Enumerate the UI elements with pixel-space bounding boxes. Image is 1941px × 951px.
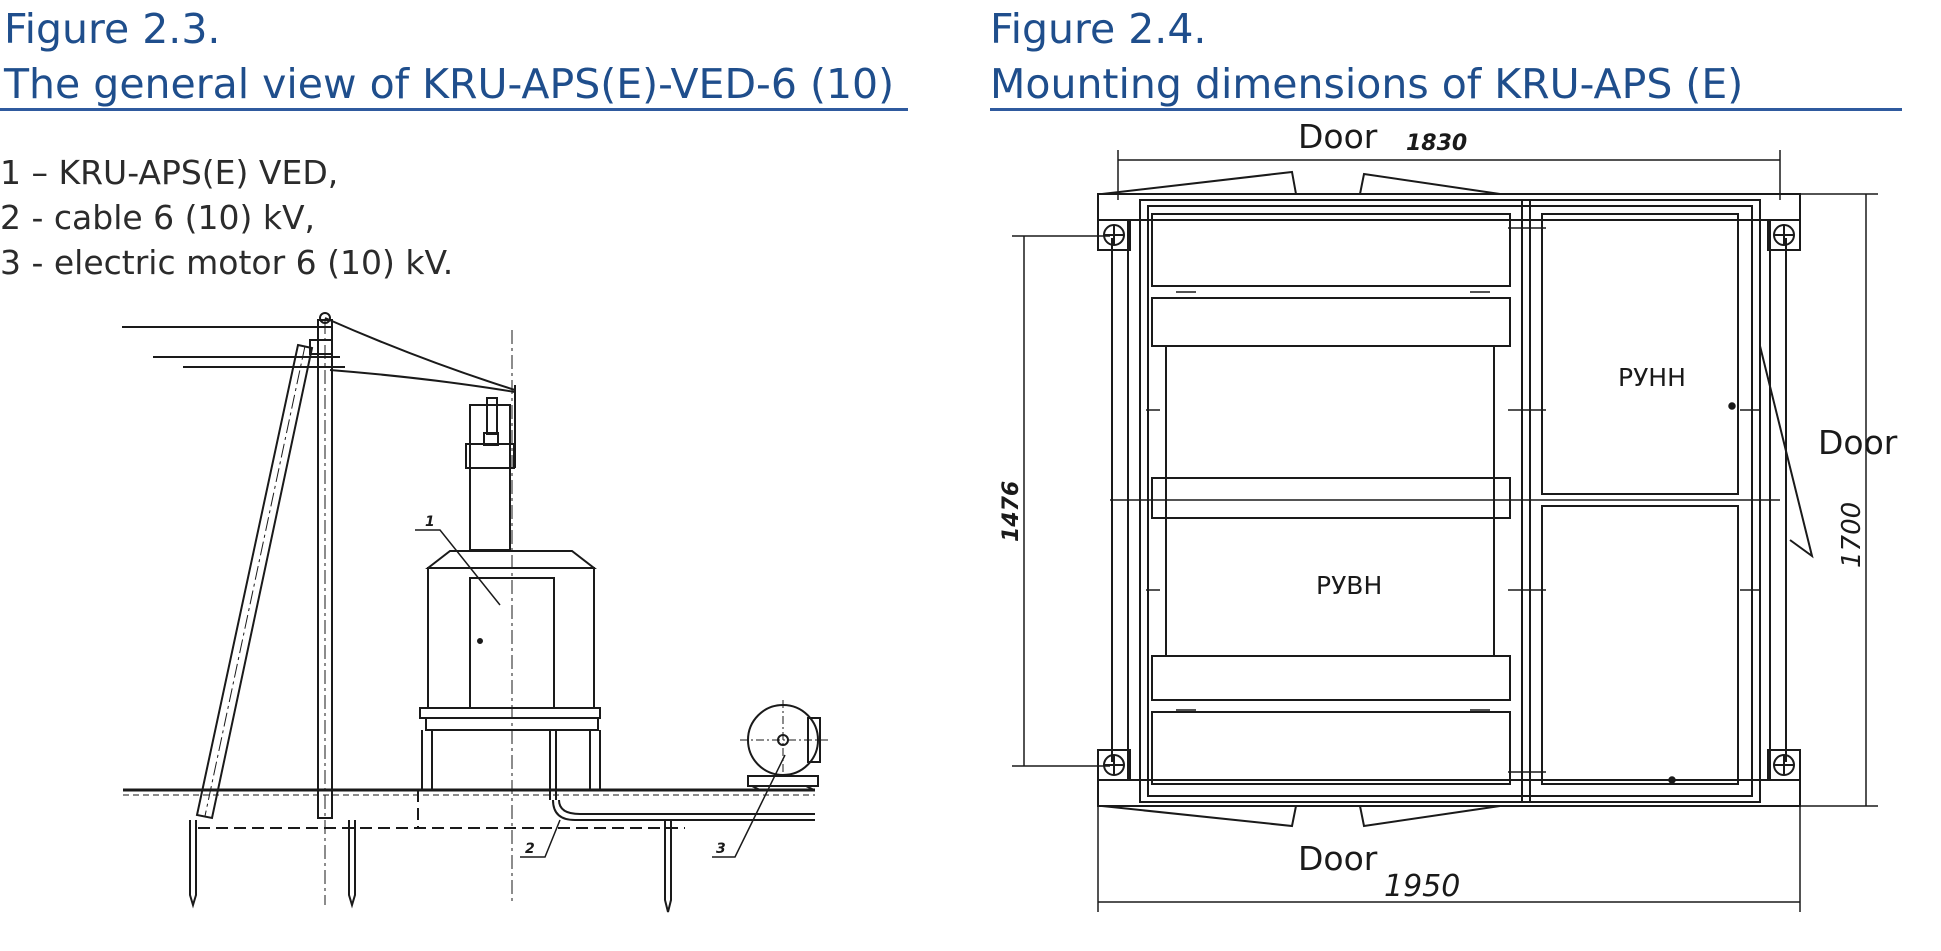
grounding-loop bbox=[198, 790, 685, 829]
dimension-lines bbox=[1012, 150, 1878, 912]
dimension-right-height: 1700 bbox=[1837, 502, 1867, 568]
legend-item-1: 1 – KRU-APS(E) VED, bbox=[0, 153, 339, 192]
power-pole bbox=[290, 312, 345, 905]
figure-2-4-title-rule bbox=[990, 108, 1902, 111]
figure-2-3-title: The general view of KRU-APS(E)-VED-6 (10… bbox=[4, 60, 895, 108]
dimension-left-height: 1476 bbox=[999, 481, 1024, 542]
callout-leaders bbox=[415, 529, 786, 858]
section-label-low-voltage: РУНН bbox=[1618, 363, 1686, 392]
door-label-bottom: Door bbox=[1298, 839, 1378, 878]
figure-2-4-number: Figure 2.4. bbox=[990, 5, 1207, 53]
dimension-top-width: 1830 bbox=[1406, 131, 1467, 156]
figure-2-3-number: Figure 2.3. bbox=[4, 5, 221, 53]
ground-stakes bbox=[189, 820, 672, 913]
pole-strut bbox=[195, 343, 314, 820]
door-label-right: Door bbox=[1818, 423, 1898, 462]
high-voltage-section bbox=[1110, 213, 1780, 785]
fastener-marks bbox=[1146, 227, 1760, 784]
dimension-bottom-width: 1950 bbox=[1384, 869, 1460, 904]
figure-2-3-legend: 1 – KRU-APS(E) VED, 2 - cable 6 (10) kV,… bbox=[0, 150, 453, 285]
figure-2-4-title: Mounting dimensions of KRU-APS (E) bbox=[990, 60, 1744, 108]
callout-2: 2 bbox=[525, 841, 535, 857]
callout-3: 3 bbox=[716, 841, 726, 857]
legend-item-3: 3 - electric motor 6 (10) kV. bbox=[0, 243, 454, 282]
kru-cabinet bbox=[419, 330, 601, 905]
overhead-wires bbox=[122, 317, 516, 393]
legend-item-2: 2 - cable 6 (10) kV, bbox=[0, 198, 316, 237]
mounting-plan-drawing bbox=[1012, 150, 1878, 912]
cable-run bbox=[552, 799, 815, 821]
section-label-high-voltage: РУВН bbox=[1316, 571, 1382, 600]
callout-1: 1 bbox=[425, 514, 435, 530]
figure-2-3-title-rule bbox=[0, 108, 908, 111]
figure-2-3-heading: Figure 2.3. The general view of KRU-APS(… bbox=[4, 2, 894, 112]
top-door-swing bbox=[1101, 170, 1501, 195]
corner-mounting-holes bbox=[1097, 219, 1801, 781]
figure-2-4-heading: Figure 2.4. Mounting dimensions of KRU-A… bbox=[990, 2, 1743, 112]
right-door-swing bbox=[1759, 345, 1814, 559]
low-voltage-section bbox=[1541, 213, 1739, 785]
bottom-door-swing bbox=[1101, 805, 1501, 828]
ground-line bbox=[123, 788, 815, 796]
section-divider bbox=[1521, 200, 1531, 802]
door-label-top: Door bbox=[1298, 117, 1378, 156]
electric-motor bbox=[740, 700, 830, 791]
general-view-drawing bbox=[122, 312, 830, 913]
